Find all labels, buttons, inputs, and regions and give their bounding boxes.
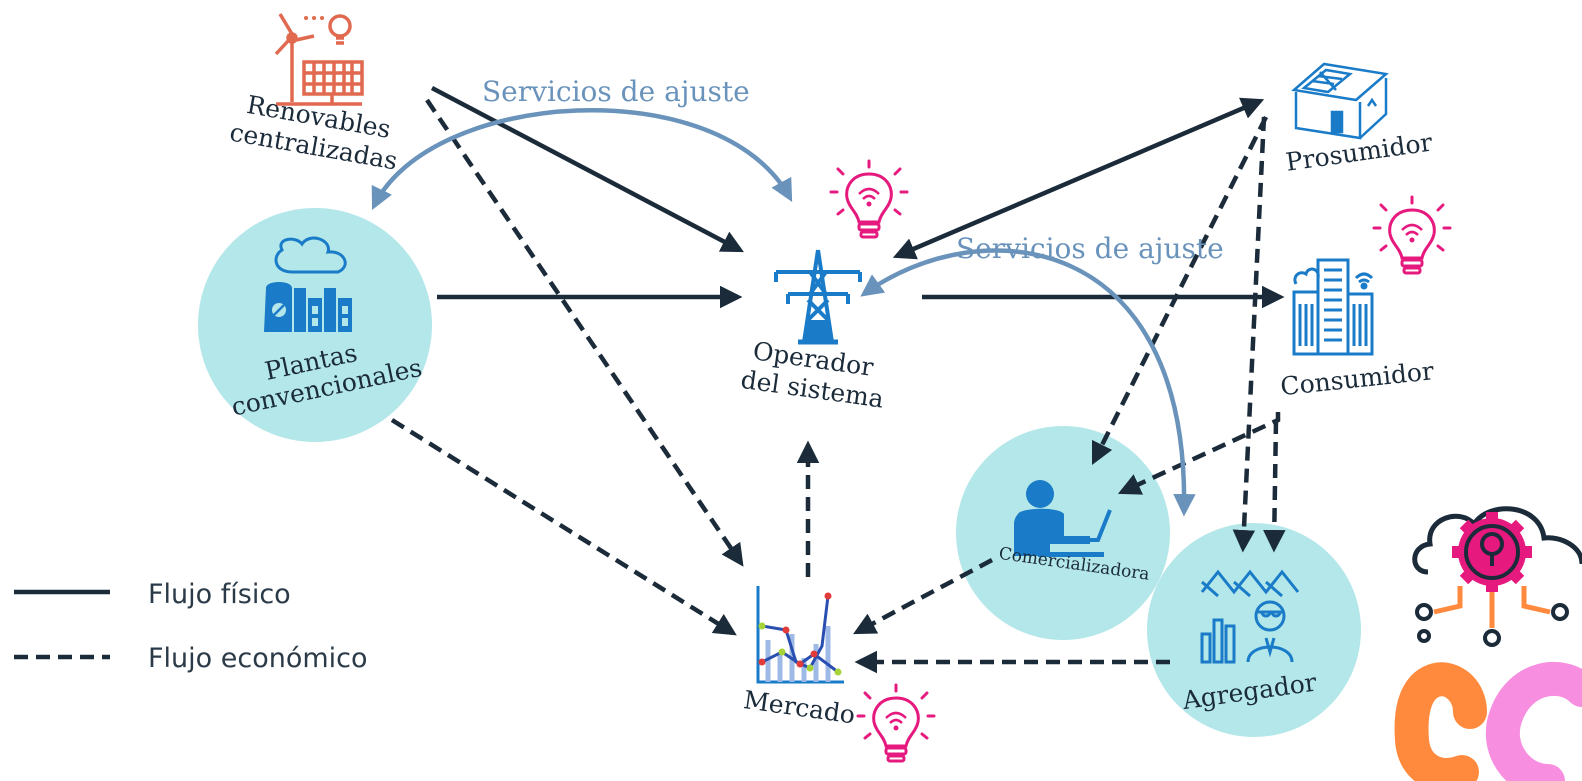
factory-icon: [264, 236, 352, 332]
physical-flows: [430, 86, 1285, 309]
transmission-tower-icon: [774, 249, 862, 345]
wind-solar-icon: [274, 13, 364, 106]
logo-pink-ring: [1485, 661, 1582, 781]
legend-economic-text: Flujo económico: [148, 643, 368, 674]
legend: Flujo físico Flujo económico: [14, 579, 368, 674]
smart-bulb-icon-operator: [829, 159, 909, 239]
adjustment-curve-top: [371, 108, 793, 211]
renewables-label: Renovables centralizadas: [228, 90, 400, 175]
market-label: Mercado: [742, 685, 857, 729]
legend-physical-text: Flujo físico: [148, 579, 291, 610]
person-laptop-icon: [1014, 480, 1112, 557]
market-chart-icon: [756, 586, 844, 684]
flow-retailer-to-market: [853, 558, 994, 635]
brand-logo: [1394, 506, 1582, 781]
flow-operator-prosumer: [892, 97, 1265, 260]
aggregator-circle: [1147, 523, 1361, 737]
adjustment-curve-right: [860, 248, 1196, 517]
adjustment-curves: [371, 108, 1196, 517]
flow-prosumer-to-retailer: [1091, 115, 1269, 466]
flow-prosumer-to-aggregator: [1232, 116, 1267, 553]
flow-renewables-to-operator: [430, 86, 744, 253]
operator-label: Operador del sistema: [739, 336, 886, 413]
smart-bulb-icon-market: [856, 683, 936, 763]
logo-orange-ring: [1394, 662, 1487, 781]
cloud-gear-icon: [1412, 506, 1582, 647]
smart-bulb-icon-consumer: [1372, 195, 1452, 275]
solar-house-icon: [1291, 62, 1389, 140]
consumer-label: Consumidor: [1279, 356, 1435, 401]
smart-building-icon: [1292, 258, 1374, 356]
adjustment-label-top: Servicios de ajuste: [482, 75, 750, 108]
flow-conventional-to-market: [390, 418, 737, 636]
analyst-icon: [1200, 569, 1300, 664]
adjustment-label-right: Servicios de ajuste: [956, 232, 1224, 265]
